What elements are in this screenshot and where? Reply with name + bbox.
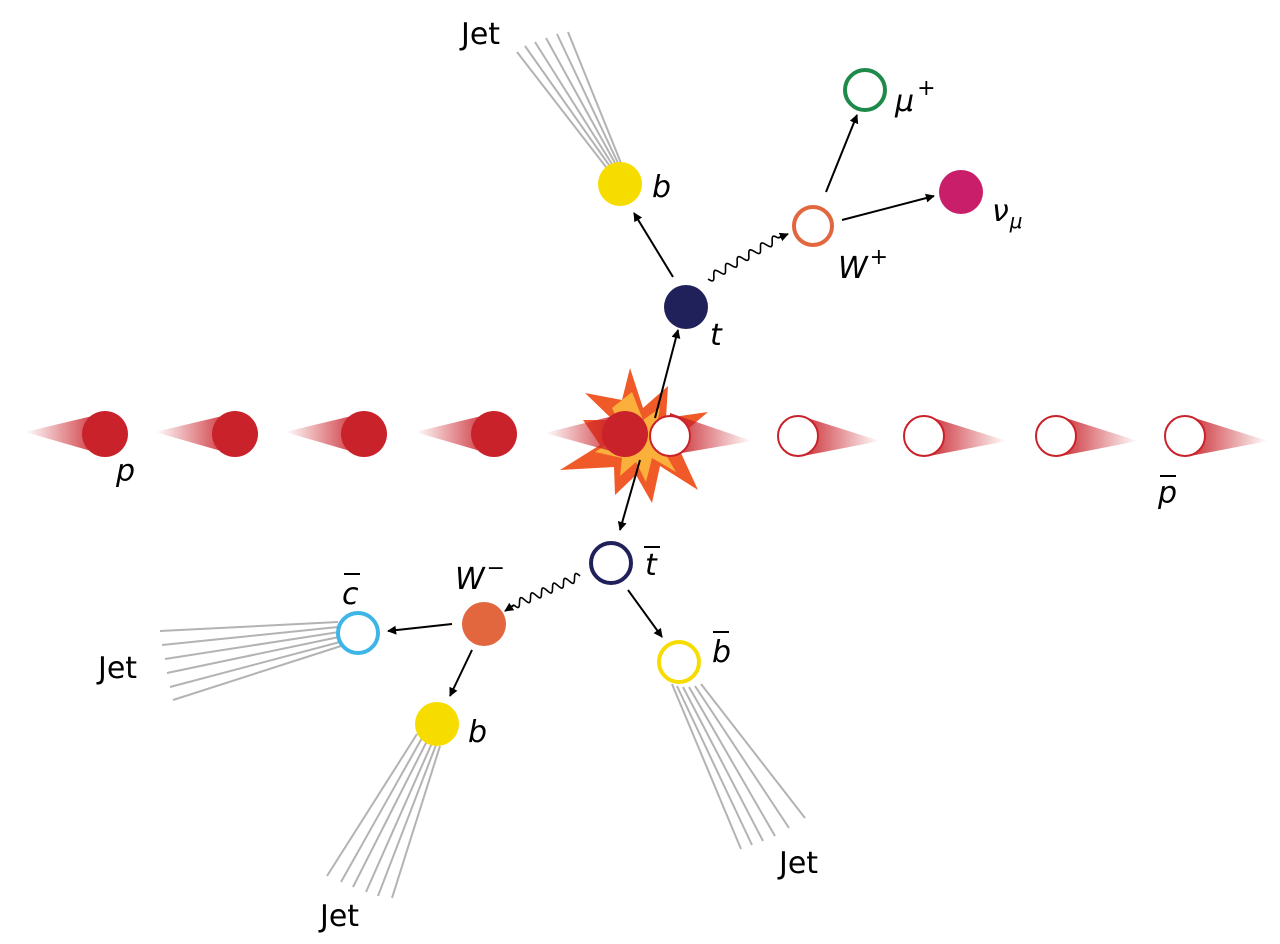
top-quark-filled-circle-icon xyxy=(664,285,708,329)
label-jet-left: Jet xyxy=(96,651,137,686)
arrow-wminus-to-b xyxy=(449,649,473,697)
svg-text:t: t xyxy=(645,548,658,583)
arrow-to-antitop xyxy=(617,459,641,531)
label-jet-bottom-right: Jet xyxy=(777,846,818,881)
antiproton xyxy=(1035,415,1138,457)
arrow-top-to-b xyxy=(633,212,674,278)
arrow-w-plus-head xyxy=(777,232,789,242)
svg-text:c: c xyxy=(342,577,359,612)
jet-left xyxy=(159,621,342,701)
w-plus-hollow-circle-icon xyxy=(792,205,834,247)
wavy-line-w-plus xyxy=(707,235,779,282)
label-antitop: t xyxy=(644,546,660,583)
cbar-hollow-circle-icon xyxy=(336,611,380,655)
label-jet-bottom-left: Jet xyxy=(318,899,359,934)
arrow-wplus-to-neutrino xyxy=(841,193,935,221)
label-muon: μ+ xyxy=(894,76,936,119)
arrow-wminus-to-cbar xyxy=(387,623,453,635)
proton xyxy=(415,411,517,457)
label-b-top: b xyxy=(652,170,671,205)
label-neutrino: νμ xyxy=(992,194,1023,233)
proton-colliding xyxy=(545,411,648,457)
bbar-hollow-circle-icon xyxy=(657,640,701,684)
arrow-wplus-to-muon xyxy=(825,114,859,193)
label-jet-top: Jet xyxy=(459,17,500,52)
label-w-minus: W− xyxy=(455,556,505,597)
proton xyxy=(155,411,258,457)
svg-text:p: p xyxy=(1157,476,1177,511)
label-w-plus: W+ xyxy=(838,245,888,286)
wavy-line-w-minus xyxy=(513,572,581,609)
label-b-lower: b xyxy=(468,715,487,750)
proton xyxy=(285,411,387,457)
antiproton-beam xyxy=(777,415,1268,457)
label-top: t xyxy=(710,318,723,353)
jet-bottom-left xyxy=(326,733,441,899)
label-proton: p xyxy=(115,454,135,489)
antitop-hollow-circle-icon xyxy=(589,541,633,585)
muon-hollow-circle-icon xyxy=(843,68,887,112)
neutrino-filled-circle-icon xyxy=(939,170,983,214)
antiproton xyxy=(777,415,880,457)
arrow-to-top xyxy=(654,329,681,419)
label-b-bar: b xyxy=(712,631,731,670)
svg-text:b: b xyxy=(712,635,731,670)
proton xyxy=(25,411,128,457)
arrow-antitop-to-bbar xyxy=(627,589,663,638)
antiproton xyxy=(1164,415,1268,457)
w-minus-filled-circle-icon xyxy=(462,602,506,646)
label-c-bar: c xyxy=(342,573,360,612)
proton-beam xyxy=(25,411,517,457)
jet-bottom-right xyxy=(671,683,806,850)
antiproton xyxy=(903,415,1007,457)
antiproton-colliding xyxy=(649,413,752,457)
jet-top xyxy=(516,31,622,168)
bottom-quark-lower-filled-circle-icon xyxy=(415,702,459,746)
label-antiproton: p xyxy=(1157,475,1177,511)
bottom-quark-filled-circle-icon xyxy=(598,162,642,206)
arrow-w-minus-head xyxy=(504,602,515,612)
